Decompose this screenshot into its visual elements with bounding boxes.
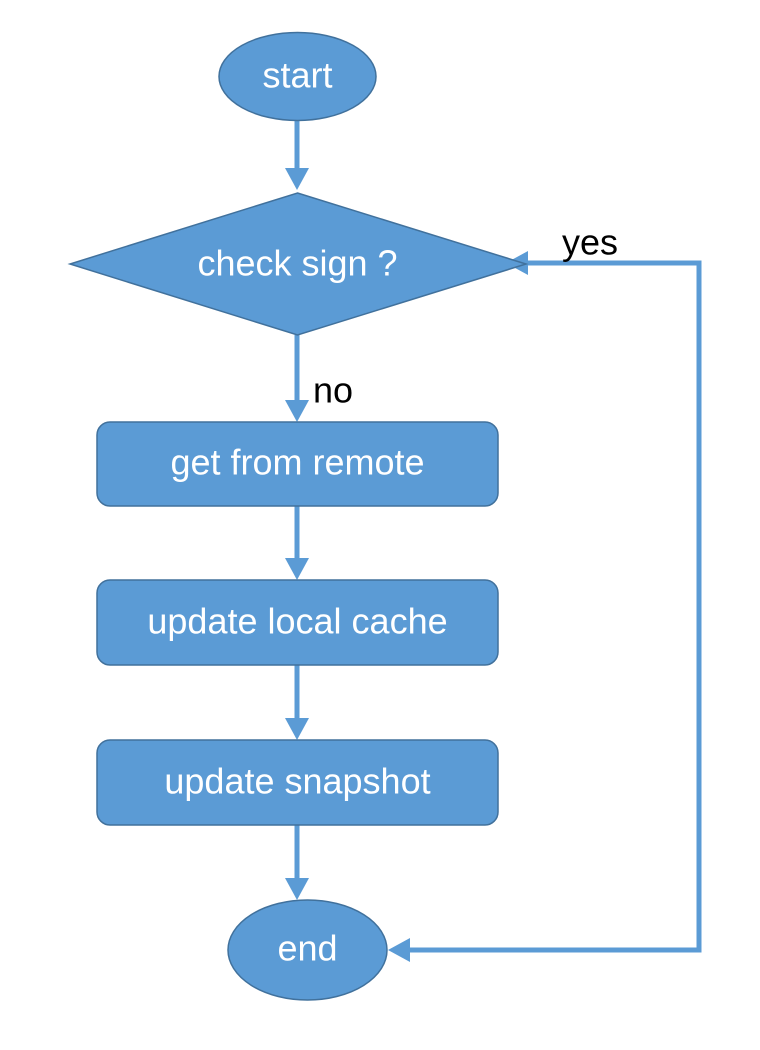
update-local-cache-label: update local cache <box>147 601 447 642</box>
edge-cache-to-snapshot <box>285 665 309 740</box>
edge-polyline <box>402 260 702 953</box>
edge-label-no: no <box>313 370 353 411</box>
node-get-from-remote[interactable]: get from remote <box>96 421 499 507</box>
process-rect-shape[interactable] <box>96 739 499 826</box>
start-label: start <box>262 55 332 96</box>
process-rect-shape[interactable] <box>96 421 499 507</box>
node-start[interactable]: start <box>218 31 377 122</box>
arrowhead-down-icon <box>285 400 309 422</box>
edge-start-to-check <box>285 118 309 190</box>
decision-diamond-shape[interactable] <box>67 192 529 336</box>
arrowhead-left-icon <box>388 938 410 962</box>
arrowhead-down-icon <box>285 878 309 900</box>
edge-remote-to-cache <box>285 506 309 580</box>
end-label: end <box>277 928 337 969</box>
node-end[interactable]: end <box>227 899 388 1001</box>
arrowhead-down-icon <box>285 558 309 580</box>
get-from-remote-label: get from remote <box>170 442 424 483</box>
update-snapshot-label: update snapshot <box>164 761 430 802</box>
arrowhead-down-icon <box>285 718 309 740</box>
edge-check-to-remote: no <box>285 335 353 422</box>
node-check-sign[interactable]: check sign ? <box>67 192 529 336</box>
edge-label-yes: yes <box>562 222 618 263</box>
node-update-local-cache[interactable]: update local cache <box>96 579 499 666</box>
check-sign-label: check sign ? <box>197 243 397 284</box>
edge-snapshot-to-end <box>285 825 309 900</box>
start-ellipse-shape[interactable] <box>218 31 377 122</box>
node-update-snapshot[interactable]: update snapshot <box>96 739 499 826</box>
process-rect-shape[interactable] <box>96 579 499 666</box>
end-ellipse-shape[interactable] <box>227 899 388 1001</box>
arrowhead-down-icon <box>285 168 309 190</box>
